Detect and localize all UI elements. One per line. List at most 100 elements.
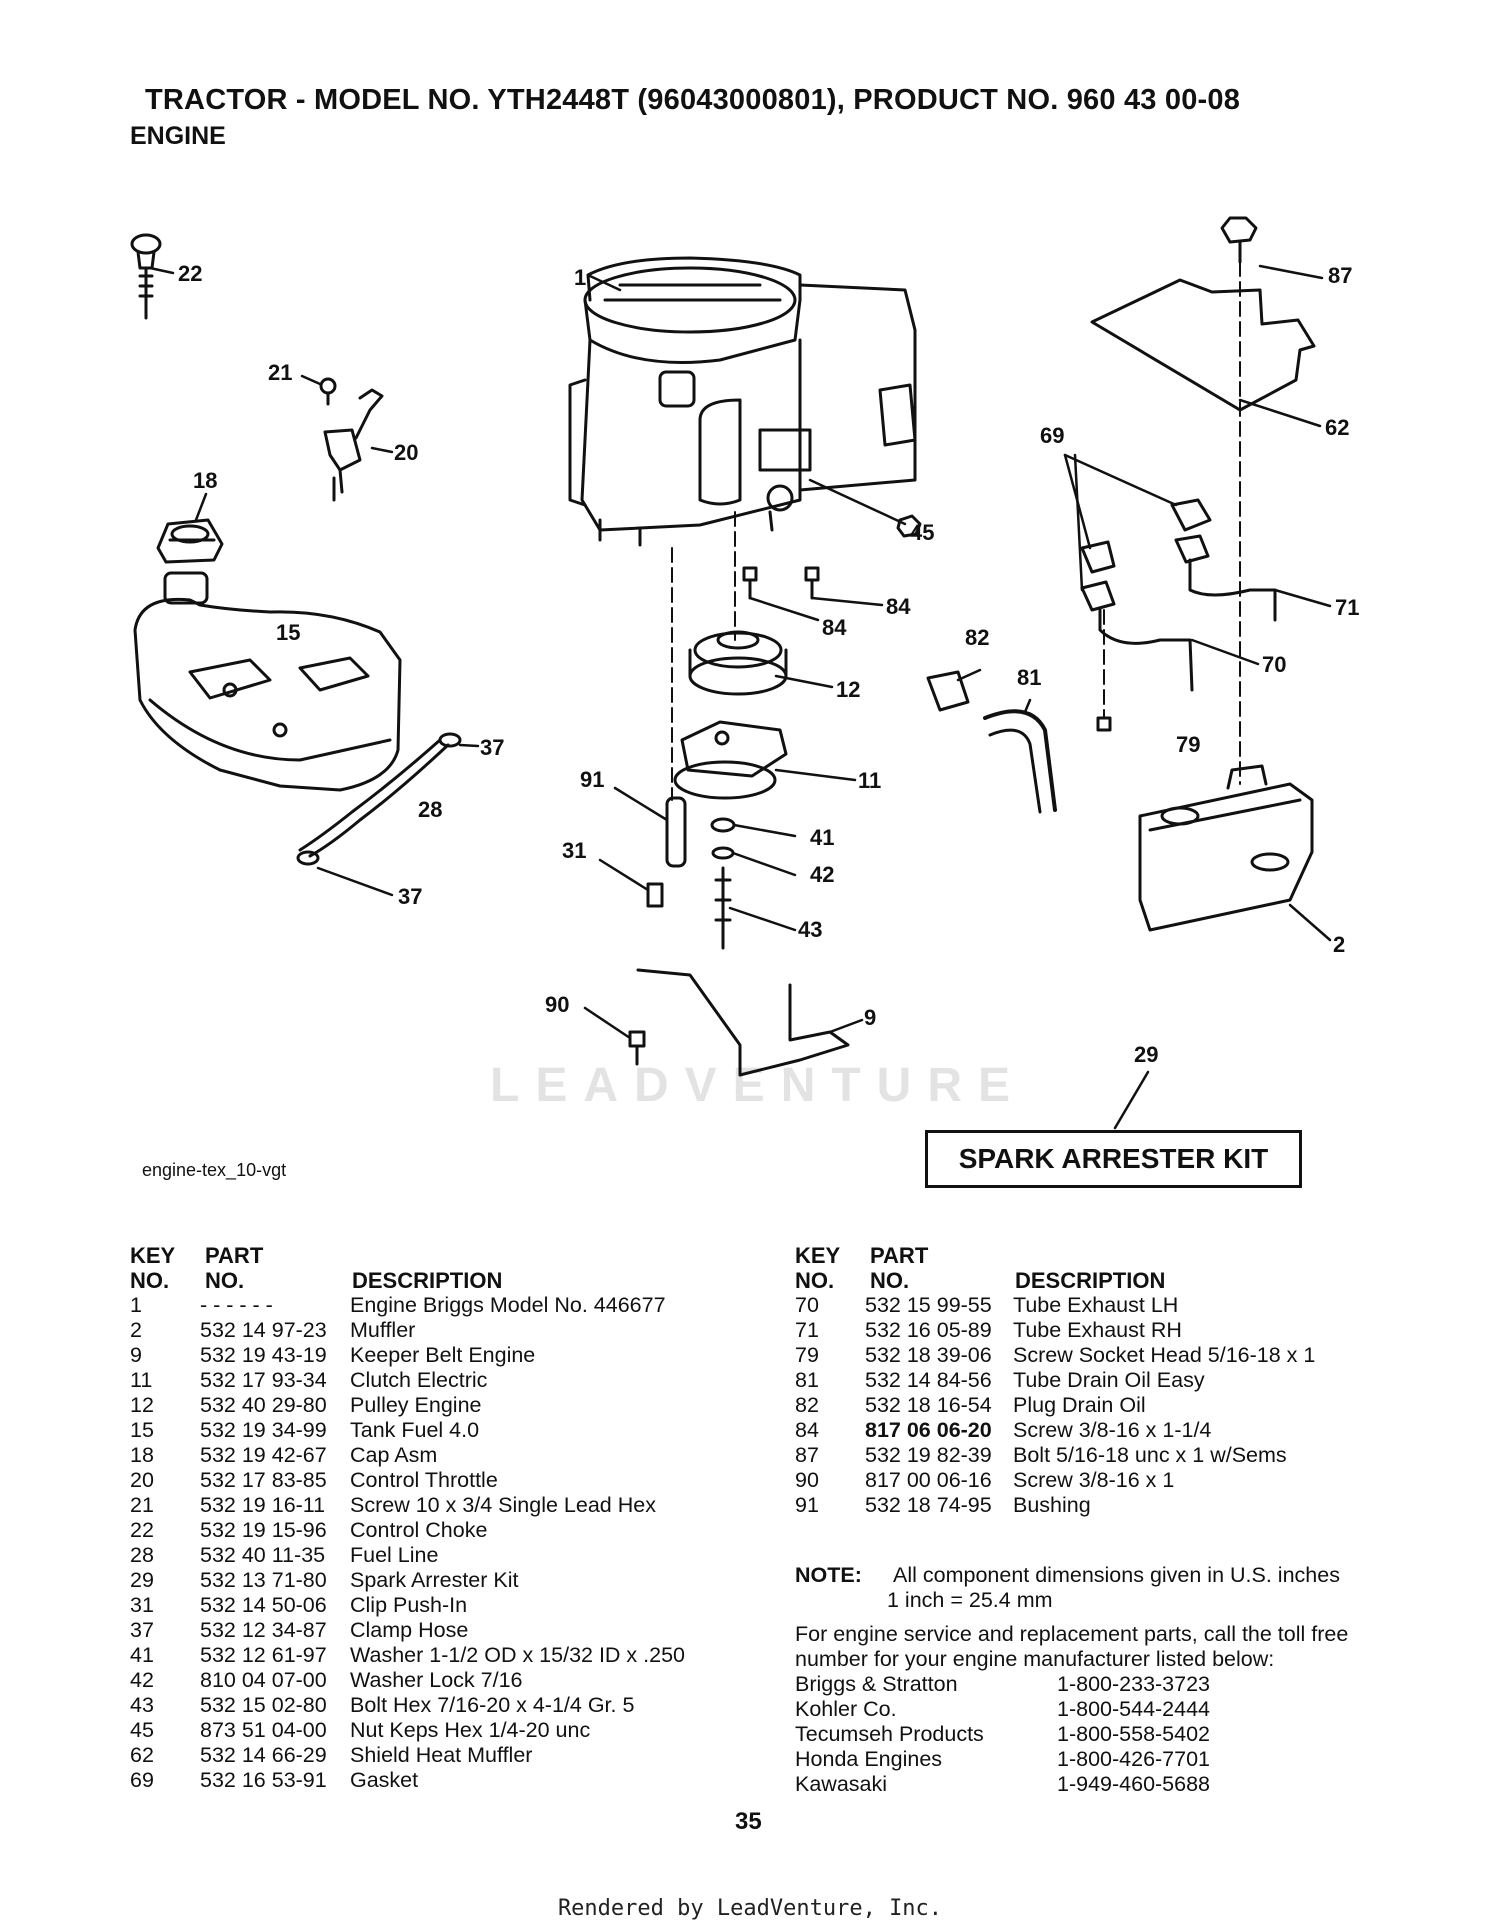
part-description: Washer Lock 7/16 xyxy=(350,1668,523,1692)
callout-82: 82 xyxy=(965,625,989,650)
callout-62: 62 xyxy=(1325,415,1349,440)
screw-90-part xyxy=(628,1030,646,1066)
manufacturer-phone: 1-949-460-5688 xyxy=(1057,1772,1211,1796)
part-no: 532 16 05-89 xyxy=(865,1318,992,1342)
part-no: 532 15 02-80 xyxy=(200,1693,327,1717)
key-no: 2 xyxy=(130,1318,142,1342)
callout-37a: 37 xyxy=(480,735,504,760)
part-description: Screw 10 x 3/4 Single Lead Hex xyxy=(350,1493,656,1517)
part-description: Keeper Belt Engine xyxy=(350,1343,536,1367)
choke-control-part xyxy=(130,233,162,320)
callout-2: 2 xyxy=(1333,932,1345,957)
part-no: 532 18 39-06 xyxy=(865,1343,992,1367)
part-no: 532 14 97-23 xyxy=(200,1318,327,1342)
table-row: 29 532 13 71-80 Spark Arrester Kit xyxy=(130,1568,730,1593)
washer-42-part xyxy=(711,846,735,860)
screw-79-part xyxy=(1096,716,1112,732)
manufacturer-phone: 1-800-544-2444 xyxy=(1057,1697,1211,1721)
callout-81: 81 xyxy=(1017,665,1041,690)
part-no: 532 40 11-35 xyxy=(200,1543,326,1567)
part-no: 532 14 66-29 xyxy=(200,1743,327,1767)
fuel-line-part xyxy=(296,732,462,866)
clip-part xyxy=(646,882,664,908)
note-line-1: All component dimensions given in U.S. i… xyxy=(893,1563,1340,1587)
callout-22: 22 xyxy=(178,261,202,286)
callout-43: 43 xyxy=(798,917,822,942)
header-description: DESCRIPTION xyxy=(1015,1268,1166,1293)
part-description: Clip Push-In xyxy=(350,1593,468,1617)
part-description: Spark Arrester Kit xyxy=(350,1568,519,1592)
table-header: KEY NO. PART NO. DESCRIPTION xyxy=(795,1243,1395,1293)
part-description: Tube Exhaust RH xyxy=(1013,1318,1182,1342)
note-line-2: 1 inch = 25.4 mm xyxy=(887,1588,1053,1612)
callout-12: 12 xyxy=(836,677,860,702)
header-description: DESCRIPTION xyxy=(352,1268,503,1293)
drain-plug-part xyxy=(926,670,970,712)
exhaust-tube-rh-part xyxy=(1188,558,1277,622)
callout-90: 90 xyxy=(545,992,569,1017)
header-part-no: NO. xyxy=(870,1268,910,1293)
key-no: 29 xyxy=(130,1568,154,1592)
spark-arrester-kit-label: SPARK ARRESTER KIT xyxy=(925,1130,1302,1188)
part-no: 817 06 06-20 xyxy=(865,1418,992,1442)
header-part-no: NO. xyxy=(205,1268,245,1293)
part-description: Tube Exhaust LH xyxy=(1013,1293,1179,1317)
callout-84a: 84 xyxy=(822,615,847,640)
key-no: 79 xyxy=(795,1343,819,1367)
part-no: 532 17 83-85 xyxy=(200,1468,327,1492)
key-no: 90 xyxy=(795,1468,819,1492)
callout-28: 28 xyxy=(418,797,442,822)
callout-41: 41 xyxy=(810,825,834,850)
part-description: Pulley Engine xyxy=(350,1393,482,1417)
key-no: 81 xyxy=(795,1368,819,1392)
exploded-parts-diagram: 22 1 87 21 20 62 69 18 45 84 84 71 15 82… xyxy=(130,216,1359,1130)
key-no: 18 xyxy=(130,1443,154,1467)
manufacturer-phone: 1-800-558-5402 xyxy=(1057,1722,1211,1746)
table-row: 45 873 51 04-00 Nut Keps Hex 1/4-20 unc xyxy=(130,1718,730,1743)
callout-87: 87 xyxy=(1328,263,1352,288)
part-no: 532 19 15-96 xyxy=(200,1518,327,1542)
figure-code: engine-tex_10-vgt xyxy=(142,1160,287,1180)
key-no: 28 xyxy=(130,1543,154,1567)
callout-45: 45 xyxy=(910,520,934,545)
key-no: 70 xyxy=(795,1293,819,1317)
key-no: 71 xyxy=(795,1318,819,1342)
drain-tube-part xyxy=(983,709,1057,812)
part-no: 532 18 74-95 xyxy=(865,1493,992,1517)
manufacturer-name: Honda Engines xyxy=(795,1747,943,1771)
section-title: ENGINE xyxy=(130,122,226,150)
part-no: - - - - - - xyxy=(200,1293,273,1317)
screws-84-part xyxy=(742,566,820,600)
key-no: 45 xyxy=(130,1718,154,1742)
part-no: 532 12 61-97 xyxy=(200,1643,327,1667)
part-description: Washer 1-1/2 OD x 15/32 ID x .250 xyxy=(350,1643,685,1667)
callout-31: 31 xyxy=(562,838,586,863)
manufacturer-name: Tecumseh Products xyxy=(795,1722,984,1746)
key-no: 31 xyxy=(130,1593,154,1617)
callout-79: 79 xyxy=(1176,732,1200,757)
part-no: 532 13 71-80 xyxy=(200,1568,327,1592)
part-description: Shield Heat Muffler xyxy=(350,1743,533,1767)
part-no: 810 04 07-00 xyxy=(200,1668,327,1692)
callout-9: 9 xyxy=(864,1005,876,1030)
part-description: Control Throttle xyxy=(350,1468,498,1492)
part-no: 873 51 04-00 xyxy=(200,1718,327,1742)
key-no: 21 xyxy=(130,1493,154,1517)
part-description: Control Choke xyxy=(350,1518,488,1542)
key-no: 11 xyxy=(130,1368,153,1392)
part-description: Nut Keps Hex 1/4-20 unc xyxy=(350,1718,591,1742)
part-description: Clamp Hose xyxy=(350,1618,469,1642)
key-no: 69 xyxy=(130,1768,154,1792)
throttle-control-part xyxy=(319,377,384,502)
